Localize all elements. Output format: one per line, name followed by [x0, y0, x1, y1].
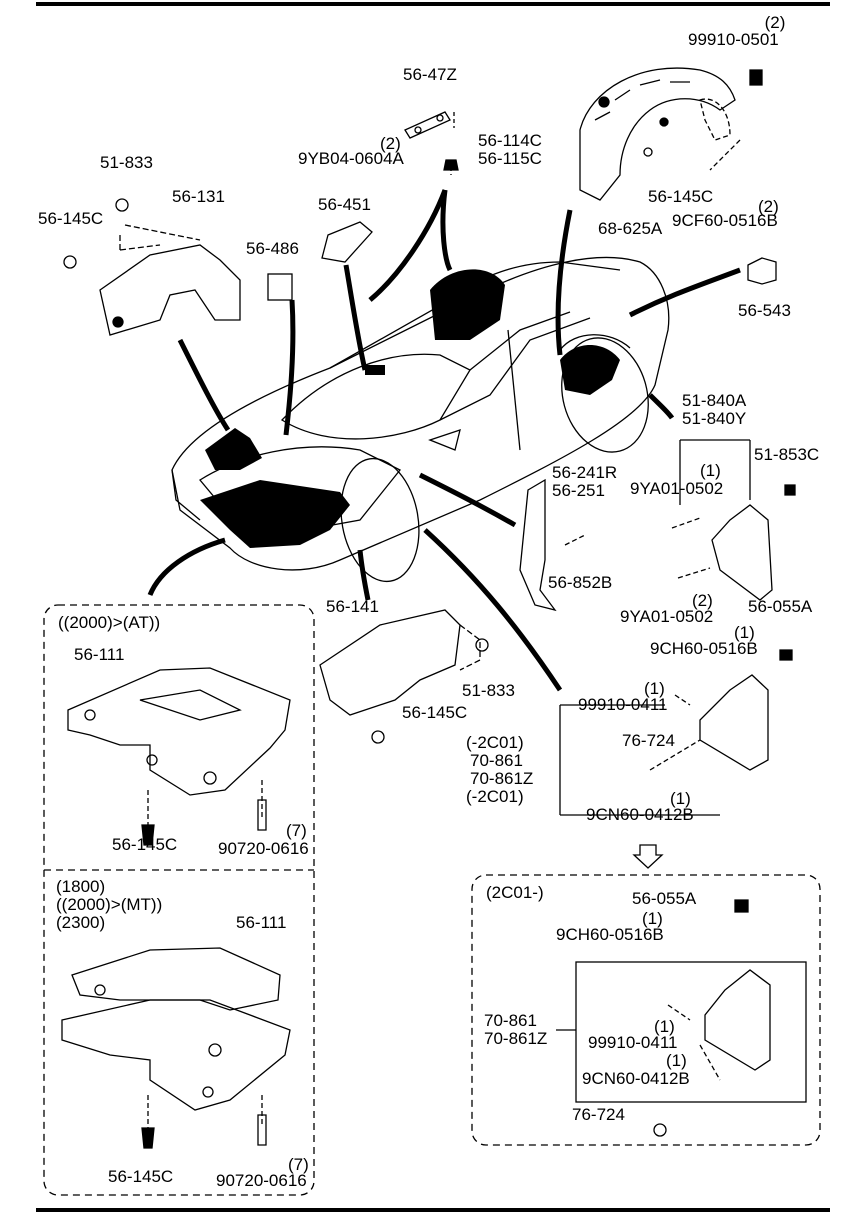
- car-body-outline: [171, 256, 670, 583]
- part-9ya01-0502-lower[interactable]: 9YA01-0502: [620, 607, 714, 626]
- part-51-833-upper[interactable]: 51-833: [100, 153, 153, 172]
- condition-2300: (2300): [56, 913, 106, 932]
- mud-guard-2c01-part: [556, 899, 771, 1137]
- plug-56-543-part: [747, 257, 777, 285]
- part-56-141[interactable]: 56-141: [326, 597, 379, 616]
- bracket-56-47z-part: [404, 111, 459, 175]
- part-56-111-mt[interactable]: 56-111: [236, 913, 287, 932]
- leader-lines: [147, 189, 741, 692]
- range-label-2: (-2C01): [466, 787, 524, 806]
- part-76-724-lower[interactable]: 76-724: [572, 1105, 625, 1124]
- qty-99910-0411-lower: (1): [654, 1017, 675, 1036]
- part-56-852b[interactable]: 56-852B: [548, 573, 613, 592]
- engine-cover-options-box: [43, 604, 315, 1196]
- part-70-861z-upper[interactable]: 70-861Z: [470, 769, 534, 788]
- part-56-241r[interactable]: 56-241R: [552, 463, 618, 482]
- qty-9ya01-0502-upper: (1): [700, 461, 721, 480]
- part-90720-0616-at[interactable]: 90720-0616: [218, 839, 309, 858]
- part-56-131[interactable]: 56-131: [172, 187, 225, 206]
- part-90720-0616-mt[interactable]: 90720-0616: [216, 1171, 307, 1190]
- part-9cn60-0412b-lower[interactable]: 9CN60-0412B: [582, 1069, 690, 1088]
- part-51-853c[interactable]: 51-853C: [754, 445, 820, 464]
- part-51-833-mid[interactable]: 51-833: [462, 681, 515, 700]
- condition-2000-mt: ((2000)>(MT)): [56, 895, 163, 914]
- condition-1800: (1800): [56, 877, 106, 896]
- part-9ch60-0516b-lower[interactable]: 9CH60-0516B: [556, 925, 664, 944]
- arrow-down-icon: [632, 844, 664, 869]
- qty-9ya01-0502-lower: (2): [692, 591, 713, 610]
- part-9cf60-0516b[interactable]: 9CF60-0516B: [672, 211, 778, 230]
- part-56-47z[interactable]: 56-47Z: [403, 65, 457, 84]
- part-56-145c-mt[interactable]: 56-145C: [108, 1167, 174, 1186]
- part-9ya01-0502-upper[interactable]: 9YA01-0502: [630, 479, 724, 498]
- qty-9cf60-0516b: (2): [758, 197, 779, 216]
- part-56-145c-at[interactable]: 56-145C: [112, 835, 178, 854]
- part-99910-0411-upper[interactable]: 99910-0411: [578, 695, 668, 714]
- part-56-111-at[interactable]: 56-111: [74, 645, 125, 664]
- mud-flap-51-840-part: [671, 439, 796, 601]
- later-model-box: [471, 874, 821, 1146]
- rear-fender-liner-part: [579, 67, 763, 201]
- part-9cn60-0412b-upper[interactable]: 9CN60-0412B: [586, 805, 694, 824]
- part-68-625a[interactable]: 68-625A: [598, 219, 663, 238]
- front-splash-shield-part: [63, 198, 241, 336]
- condition-2c01: (2C01-): [486, 883, 544, 902]
- part-9ch60-0516b-upper[interactable]: 9CH60-0516B: [650, 639, 758, 658]
- undercover-mt-part: [61, 947, 291, 1149]
- qty-90720-0616-at: (7): [286, 821, 307, 840]
- part-56-145c-mid[interactable]: 56-145C: [402, 703, 468, 722]
- part-56-055a-lower[interactable]: 56-055A: [632, 889, 697, 908]
- part-51-840y[interactable]: 51-840Y: [682, 409, 747, 428]
- part-9yb04-0604a[interactable]: 9YB04-0604A: [298, 149, 404, 168]
- clip-56-486-part: [267, 273, 293, 301]
- part-70-861-upper[interactable]: 70-861: [470, 751, 523, 770]
- range-label-1: (-2C01): [466, 733, 524, 752]
- part-70-861z-lower[interactable]: 70-861Z: [484, 1029, 548, 1048]
- splash-shield-56-141-part: [319, 609, 489, 744]
- part-56-055a-upper[interactable]: 56-055A: [748, 597, 813, 616]
- part-76-724-upper[interactable]: 76-724: [622, 731, 675, 750]
- part-56-486[interactable]: 56-486: [246, 239, 299, 258]
- car-undercover-shading: [200, 269, 620, 548]
- part-56-451[interactable]: 56-451: [318, 195, 371, 214]
- mud-guard-assembly-frame: [575, 961, 807, 1103]
- part-99910-0501[interactable]: 99910-0501: [688, 30, 779, 49]
- pad-56-451-part: [321, 221, 373, 263]
- part-56-114c[interactable]: 56-114C: [478, 131, 542, 150]
- part-99910-0411-lower[interactable]: 99910-0411: [588, 1033, 678, 1052]
- part-70-861-lower[interactable]: 70-861: [484, 1011, 537, 1030]
- undercover-at-part: [67, 667, 291, 846]
- part-51-840a[interactable]: 51-840A: [682, 391, 747, 410]
- qty-9cn60-0412b-lower: (1): [666, 1051, 687, 1070]
- part-56-145c-upper-right[interactable]: 56-145C: [648, 187, 714, 206]
- part-56-145c-left[interactable]: 56-145C: [38, 209, 104, 228]
- mud-guard-70-861-part: [559, 649, 793, 869]
- qty-99910-0501: (2): [764, 13, 786, 32]
- bracket-56-241r-part: [519, 478, 586, 612]
- part-56-251[interactable]: 56-251: [552, 481, 605, 500]
- qty-9cn60-0412b-upper: (1): [670, 789, 691, 808]
- part-56-543[interactable]: 56-543: [738, 301, 791, 320]
- condition-2000-at: ((2000)>(AT)): [58, 613, 161, 632]
- qty-9yb04-0604a: (2): [380, 134, 401, 153]
- qty-99910-0411-upper: (1): [644, 679, 665, 698]
- qty-9ch60-0516b-lower: (1): [642, 909, 663, 928]
- qty-9ch60-0516b-upper: (1): [734, 623, 755, 642]
- qty-90720-0616-mt: (7): [288, 1155, 309, 1174]
- part-56-115c[interactable]: 56-115C: [478, 149, 542, 168]
